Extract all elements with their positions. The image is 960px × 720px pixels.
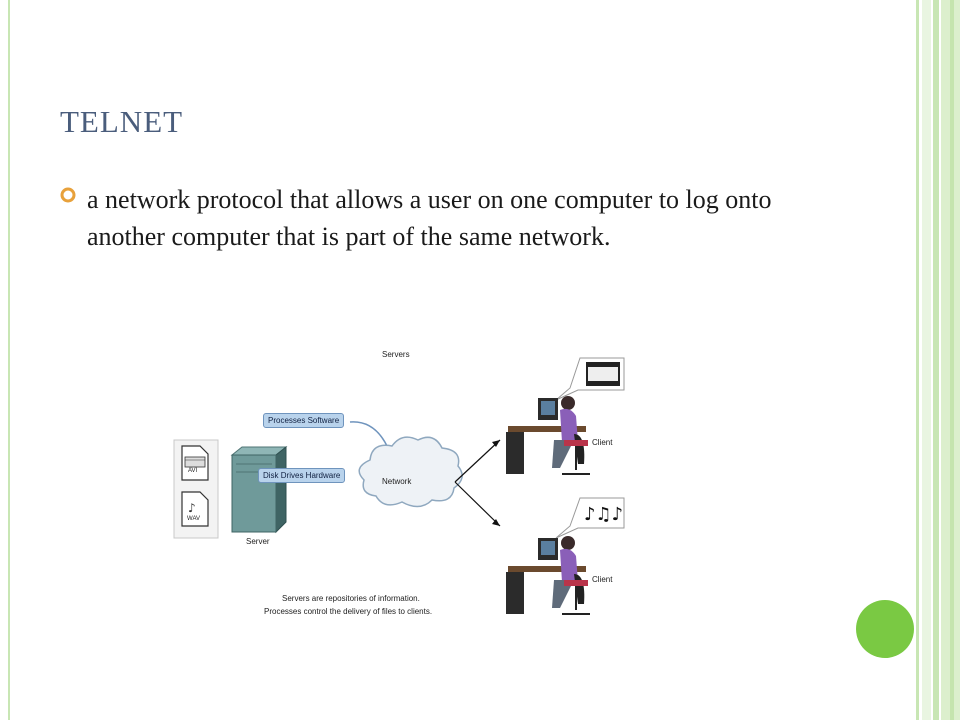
slide-frame-right-stripe — [916, 0, 919, 720]
diagram-graphics: ♪ — [173, 357, 625, 615]
svg-text:♪: ♪ — [188, 501, 196, 515]
network-cloud-icon — [358, 436, 463, 508]
client-server-diagram: ♪ — [170, 340, 640, 630]
client-top-label: Client — [592, 438, 613, 447]
audio-bubble — [555, 497, 625, 539]
avi-file-label: AVI — [188, 468, 198, 474]
slide-frame-right-stripe — [950, 0, 954, 720]
bottom-client-workstation-icon — [506, 536, 590, 615]
caption-line-1: Servers are repositories of information. — [282, 594, 420, 603]
servers-label: Servers — [382, 350, 410, 359]
wav-file-label: WAV — [187, 516, 200, 522]
server-label: Server — [246, 537, 270, 546]
bullet-text: a network protocol that allows a user on… — [87, 185, 772, 251]
avi-file-icon — [181, 445, 209, 481]
client-bottom-label: Client — [592, 575, 613, 584]
processes-software-label: Processes Software — [263, 413, 345, 428]
slide-frame-right-stripe — [922, 0, 931, 720]
music-notes-icon: ♪♫♪ — [584, 504, 623, 525]
slide-frame-left — [8, 0, 10, 720]
bullet-marker-icon — [60, 187, 76, 203]
arrow-to-bottom-client — [454, 481, 501, 527]
decorative-green-circle — [856, 600, 914, 658]
network-label: Network — [382, 477, 412, 486]
slide-frame-right-stripe — [933, 0, 939, 720]
caption-line-2: Processes control the delivery of files … — [264, 607, 433, 616]
arrow-to-top-client — [454, 439, 501, 483]
server-tower-icon — [230, 445, 288, 534]
slide-title: TELNET — [60, 104, 184, 139]
top-client-workstation-icon — [506, 396, 590, 475]
wav-file-icon: ♪ — [181, 491, 209, 527]
disk-drives-hardware-label: Disk Drives Hardware — [258, 468, 346, 483]
